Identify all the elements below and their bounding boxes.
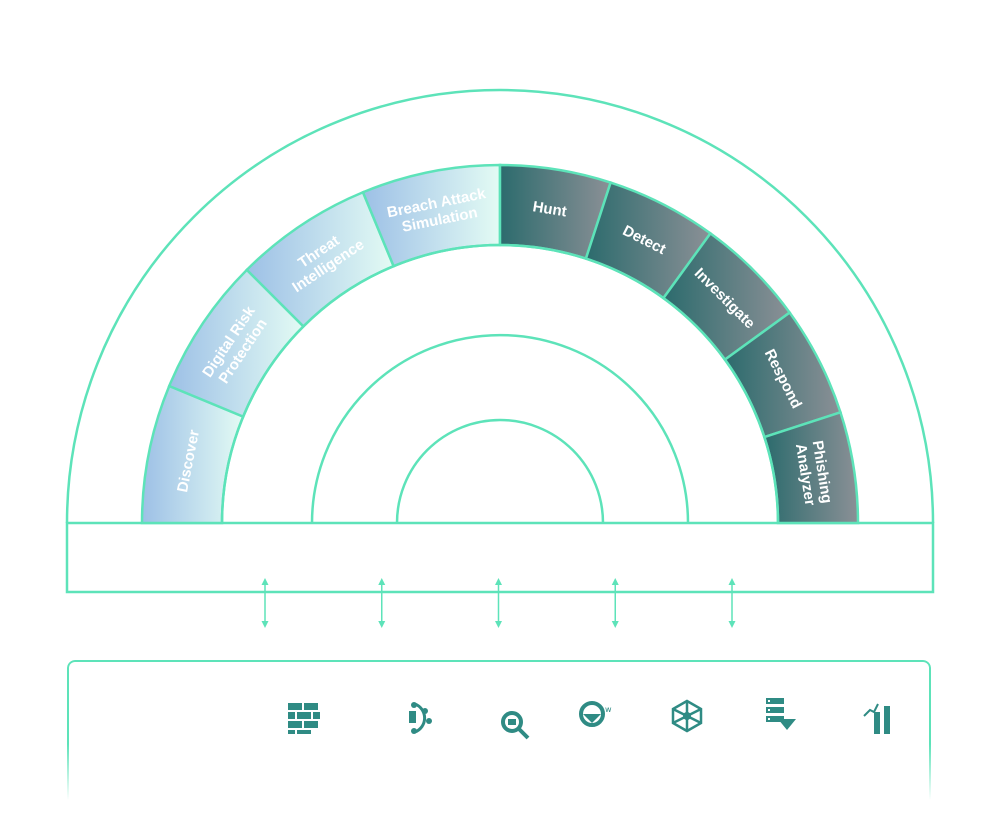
bidirectional-arrow bbox=[728, 578, 736, 628]
firewall-icon[interactable] bbox=[287, 701, 321, 735]
bidirectional-arrow bbox=[261, 578, 269, 628]
middle-arc bbox=[310, 333, 690, 524]
server-download-icon[interactable] bbox=[764, 697, 798, 731]
bar-chart-icon[interactable] bbox=[862, 700, 896, 734]
inner-arc bbox=[395, 418, 605, 524]
bidirectional-arrow bbox=[378, 578, 386, 628]
base-bar bbox=[65, 521, 935, 594]
bidirectional-arrow bbox=[611, 578, 619, 628]
web-globe-icon[interactable]: w bbox=[578, 700, 612, 734]
network-nodes-icon[interactable] bbox=[403, 701, 437, 735]
ring-segment-label: Hunt bbox=[531, 198, 567, 220]
outer-dome-outline bbox=[65, 88, 935, 524]
bidirectional-arrow bbox=[495, 578, 502, 628]
svg-text:w: w bbox=[605, 705, 612, 714]
search-icon[interactable] bbox=[498, 708, 532, 742]
connector-arrows bbox=[261, 578, 736, 628]
network-hub-icon[interactable] bbox=[670, 699, 704, 733]
inner-ring-outline-large bbox=[220, 243, 780, 524]
capability-ring bbox=[140, 163, 860, 525]
integrations-panel bbox=[67, 660, 931, 800]
